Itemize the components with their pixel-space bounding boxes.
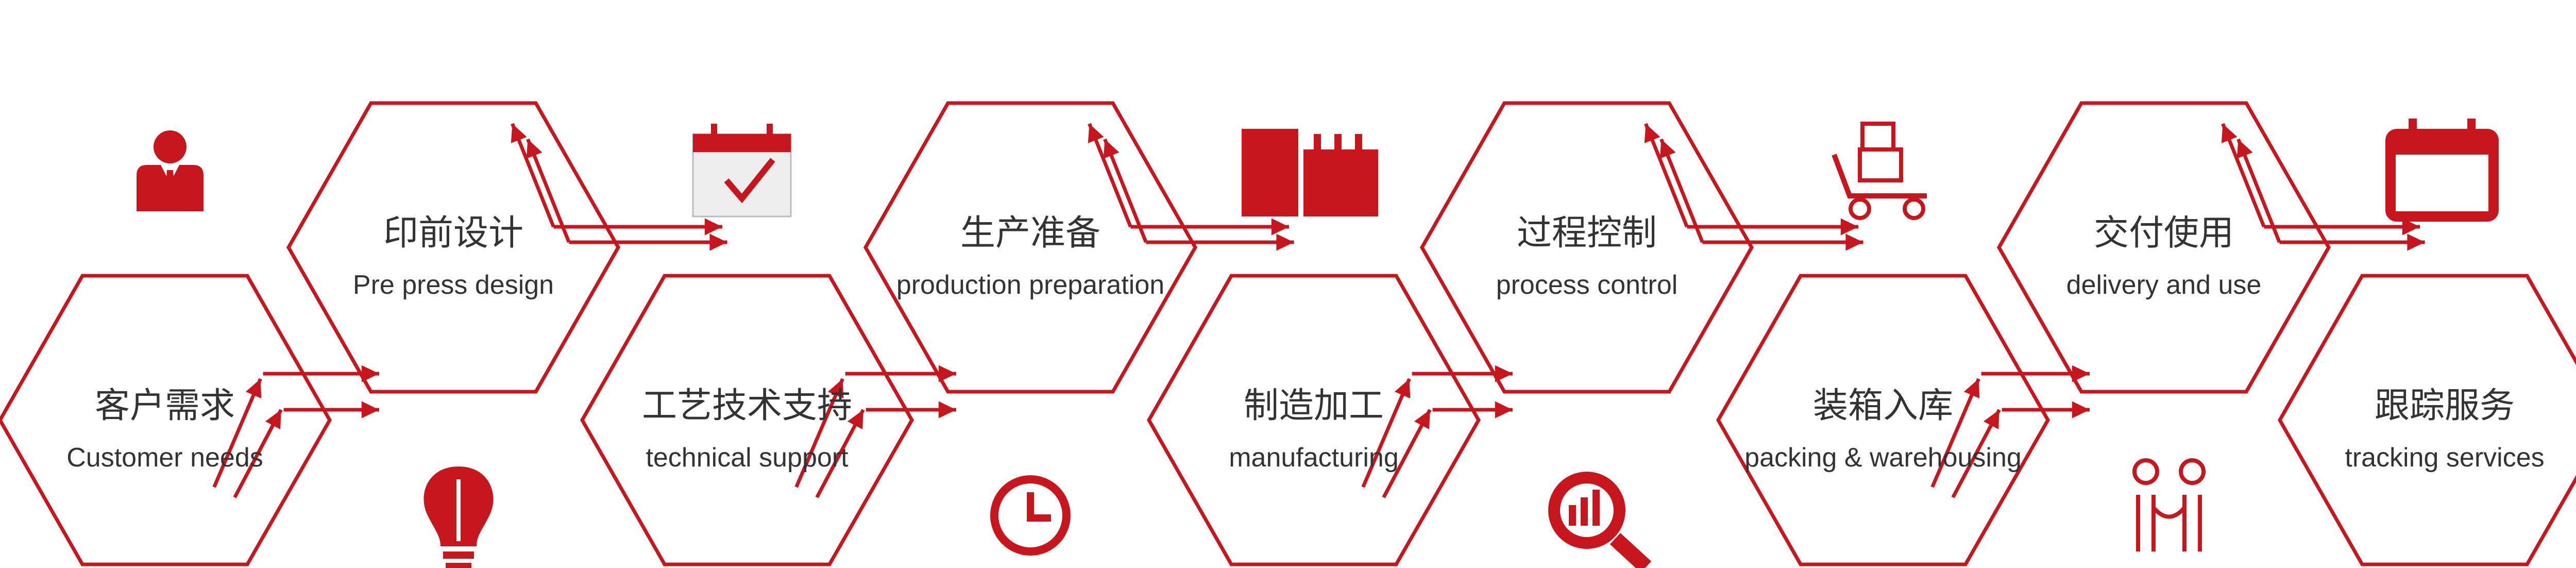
step-title-cn: 过程控制 bbox=[1517, 213, 1657, 254]
connector-arrow bbox=[2221, 123, 2266, 228]
calendar-grid-icon bbox=[2385, 119, 2499, 222]
connector-arrowhead bbox=[847, 410, 863, 429]
connector-arrowhead bbox=[2402, 218, 2420, 236]
calendar-check-icon bbox=[692, 124, 792, 218]
connector-arrowhead bbox=[1103, 139, 1120, 159]
connector-arrowhead bbox=[245, 379, 262, 398]
step-title-en: tracking services bbox=[2345, 443, 2544, 473]
connector-arrowhead bbox=[265, 410, 281, 429]
step-title-en: process control bbox=[1496, 270, 1678, 300]
connector-arrowhead bbox=[2407, 233, 2425, 251]
connector-arrow bbox=[794, 378, 844, 488]
connector-arrow bbox=[2236, 138, 2281, 243]
connector-arrowhead bbox=[1276, 233, 1294, 251]
connector-arrowhead bbox=[511, 124, 527, 143]
step-title-cn: 工艺技术支持 bbox=[642, 386, 852, 426]
step-title-cn: 制造加工 bbox=[1244, 386, 1384, 426]
connector-arrowhead bbox=[1495, 365, 1513, 382]
connector-arrowhead bbox=[704, 218, 722, 236]
connector-arrowhead bbox=[1271, 218, 1289, 236]
step-hexagon bbox=[286, 101, 621, 394]
connector-arrow bbox=[212, 378, 262, 488]
connector-arrowhead bbox=[361, 401, 379, 419]
step-title-en: Pre press design bbox=[353, 270, 554, 300]
step-title-cn: 客户需求 bbox=[95, 386, 235, 426]
connector-arrow bbox=[1659, 138, 1704, 243]
connector-arrow bbox=[1644, 123, 1689, 228]
people-icon bbox=[2132, 458, 2206, 552]
connector-arrowhead bbox=[1963, 379, 1980, 398]
factory-icon bbox=[1242, 129, 1378, 216]
step-title-en: technical support bbox=[646, 443, 849, 473]
step-hexagon bbox=[1146, 274, 1481, 566]
connector-arrow bbox=[526, 138, 571, 243]
magnifier-chart-icon bbox=[1548, 472, 1652, 568]
connector-arrowhead bbox=[2072, 365, 2090, 382]
step-hexagon bbox=[0, 274, 332, 566]
step-hexagon bbox=[2277, 274, 2576, 566]
connector-arrowhead bbox=[2072, 401, 2090, 419]
step-title-cn: 跟踪服务 bbox=[2375, 386, 2515, 426]
connector-arrow bbox=[1930, 378, 1980, 488]
connector-arrowhead bbox=[1495, 401, 1513, 419]
step-hexagon bbox=[1419, 101, 1754, 394]
connector-arrowhead bbox=[1394, 379, 1411, 398]
connector-arrow bbox=[511, 123, 555, 228]
businessman-icon bbox=[137, 130, 204, 211]
connector-arrowhead bbox=[827, 379, 844, 398]
connector-arrowhead bbox=[361, 365, 379, 382]
connector-arrowhead bbox=[1659, 139, 1676, 159]
connector-arrowhead bbox=[1845, 233, 1863, 251]
connector-arrow bbox=[1088, 123, 1132, 228]
step-title-cn: 印前设计 bbox=[383, 213, 523, 254]
lightbulb-icon bbox=[423, 466, 494, 568]
connector-arrowhead bbox=[2221, 124, 2238, 143]
connector-arrowhead bbox=[1840, 218, 1858, 236]
step-title-cn: 交付使用 bbox=[2094, 213, 2234, 254]
step-title-en: delivery and use bbox=[2066, 270, 2262, 300]
connector-arrowhead bbox=[1983, 410, 1999, 429]
step-title-cn: 生产准备 bbox=[960, 213, 1100, 254]
step-hexagon bbox=[1716, 274, 2050, 566]
step-hexagon bbox=[863, 101, 1198, 394]
connector-arrow bbox=[1361, 378, 1411, 488]
connector-arrowhead bbox=[1644, 124, 1660, 143]
connector-arrowhead bbox=[709, 233, 727, 251]
hand-truck-icon bbox=[1832, 122, 1927, 220]
connector-arrowhead bbox=[938, 365, 956, 382]
connector-arrowhead bbox=[526, 139, 543, 159]
step-title-cn: 装箱入库 bbox=[1813, 386, 1953, 426]
clock-icon bbox=[990, 475, 1071, 556]
step-title-en: manufacturing bbox=[1229, 443, 1399, 473]
connector-arrowhead bbox=[1414, 410, 1430, 429]
step-title-en: packing & warehousing bbox=[1744, 443, 2022, 473]
step-title-en: production preparation bbox=[896, 270, 1164, 300]
connector-arrowhead bbox=[1088, 124, 1104, 143]
connector-arrow bbox=[1103, 138, 1148, 243]
step-hexagon bbox=[1996, 101, 2331, 394]
step-hexagon bbox=[580, 274, 914, 566]
step-title-en: Customer needs bbox=[66, 443, 263, 473]
connector-arrowhead bbox=[938, 401, 956, 419]
connector-arrowhead bbox=[2236, 139, 2253, 159]
